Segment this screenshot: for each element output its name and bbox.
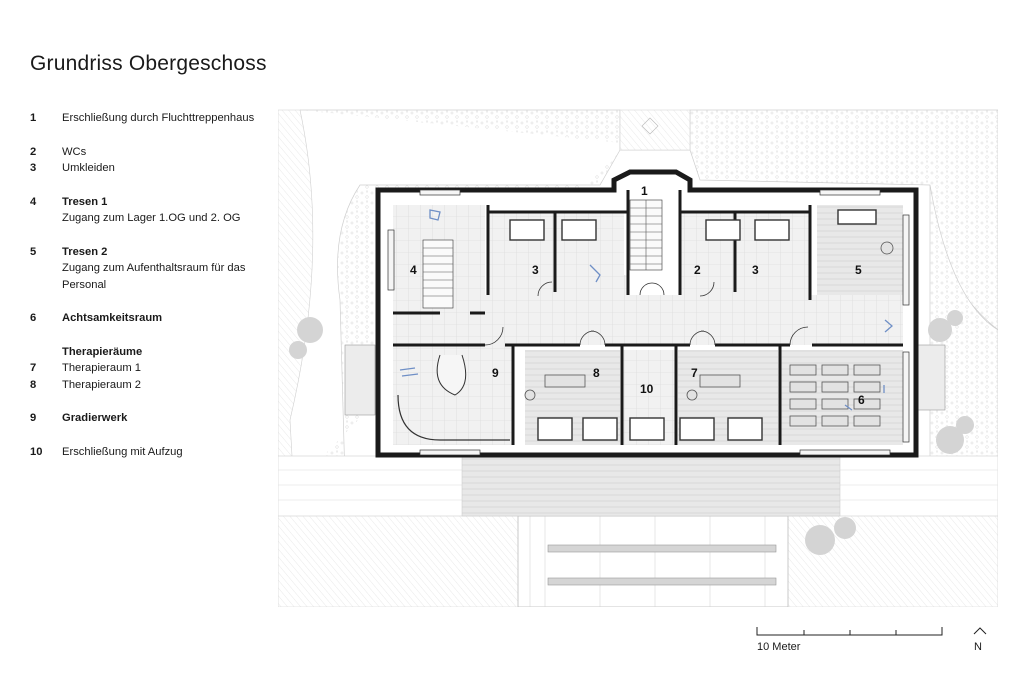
legend-number: 8 xyxy=(30,378,37,391)
room-6-floor xyxy=(781,350,903,445)
legend-text: Erschließung mit Aufzug xyxy=(62,445,183,458)
legend-text: WCs xyxy=(62,145,87,158)
legend-item-3: 3 Umkleiden xyxy=(30,160,280,177)
legend-text: Gradierwerk xyxy=(62,412,128,424)
room-label-6: 6 xyxy=(858,393,865,407)
room-label-8: 8 xyxy=(593,366,600,380)
room-label-7: 7 xyxy=(691,366,698,380)
room-label-2: 2 xyxy=(694,263,701,277)
legend-number: 2 xyxy=(30,145,37,158)
legend-text: Therapieräume xyxy=(62,345,143,358)
legend-number: 3 xyxy=(30,162,37,174)
north-label: N xyxy=(974,641,982,653)
legend: 1 Erschließung durch Fluchttreppenhaus 2… xyxy=(30,110,280,460)
north-arrow-icon xyxy=(973,627,987,635)
legend-number: 7 xyxy=(30,362,37,374)
legend-text: Therapieraum 2 xyxy=(62,378,141,391)
legend-item-6: 6 Achtsamkeitsraum xyxy=(30,310,280,327)
legend-group-heading: Therapieräume xyxy=(30,344,280,361)
legend-item-5: 5 Tresen 2 Zugang zum Aufenthaltsraum für… xyxy=(30,244,280,294)
room-3-floor xyxy=(488,212,628,297)
legend-number: 1 xyxy=(30,112,37,124)
room-label-5: 5 xyxy=(855,263,862,277)
room-label-3b: 3 xyxy=(752,263,759,277)
legend-text: Tresen 2 xyxy=(62,245,108,258)
legend-item-10: 10 Erschließung mit Aufzug xyxy=(30,444,280,461)
room-label-1: 1 xyxy=(641,184,648,198)
corridor xyxy=(393,295,903,345)
room-label-4: 4 xyxy=(410,263,417,277)
room-label-10: 10 xyxy=(640,382,654,396)
room-labels: 1 2 3 3 4 5 6 7 8 9 10 xyxy=(410,184,865,407)
room-2-3-floor xyxy=(680,212,810,297)
page-title: Grundriss Obergeschoss xyxy=(30,52,267,75)
building xyxy=(375,169,919,458)
legend-subtext: Zugang zum Aufenthaltsraum für das Perso… xyxy=(62,262,246,291)
legend-number: 10 xyxy=(30,445,43,458)
room-label-9: 9 xyxy=(492,366,499,380)
floor-plan: 1 2 3 3 4 5 6 7 8 9 10 xyxy=(278,105,998,607)
legend-item-7: 7 Therapieraum 1 xyxy=(30,360,280,377)
legend-text: Therapieraum 1 xyxy=(62,362,141,374)
legend-number: 4 xyxy=(30,195,37,208)
legend-subtext: Zugang zum Lager 1.OG und 2. OG xyxy=(62,212,241,224)
legend-text: Achtsamkeitsraum xyxy=(62,312,163,324)
legend-number: 5 xyxy=(30,245,37,258)
legend-text: Tresen 1 xyxy=(62,195,108,208)
legend-number: 6 xyxy=(30,312,37,324)
legend-item-9: 9 Gradierwerk xyxy=(30,410,280,427)
legend-text: Umkleiden xyxy=(62,162,115,174)
legend-item-4: 4 Tresen 1 Zugang zum Lager 1.OG und 2. O… xyxy=(30,194,280,227)
legend-item-2: 2 WCs xyxy=(30,144,280,161)
scale-label: 10 Meter xyxy=(757,641,801,653)
legend-text: Erschließung durch Fluchttreppenhaus xyxy=(62,112,255,124)
room-label-3a: 3 xyxy=(532,263,539,277)
legend-number xyxy=(30,344,62,361)
legend-number: 9 xyxy=(30,412,37,424)
scale-bar xyxy=(756,627,943,636)
legend-item-1: 1 Erschließung durch Fluchttreppenhaus xyxy=(30,110,280,127)
legend-item-8: 8 Therapieraum 2 xyxy=(30,377,280,394)
